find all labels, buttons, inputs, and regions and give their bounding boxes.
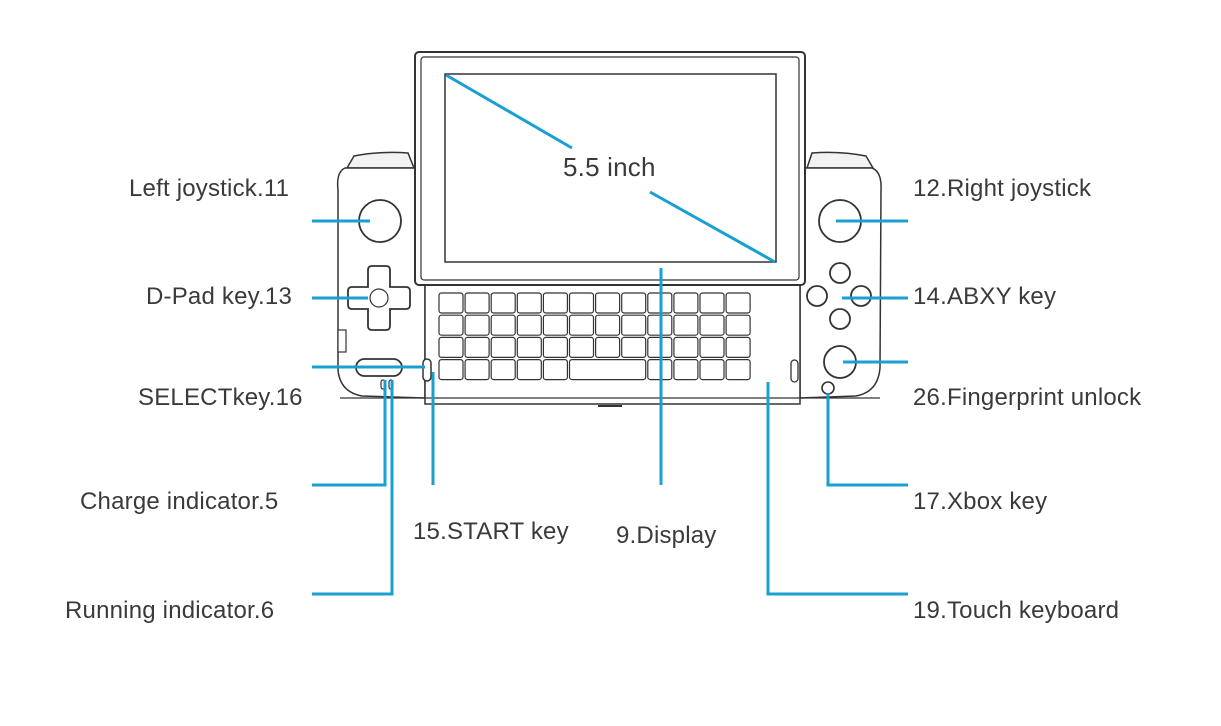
callout-running: [312, 380, 394, 596]
keyboard-key: [621, 292, 647, 314]
keyboard-key: [699, 359, 725, 381]
right-bumper: [805, 151, 875, 169]
right-side-slot: [790, 359, 799, 383]
keyboard-key: [542, 292, 569, 314]
keyboard-key: [438, 336, 464, 358]
keyboard-key: [490, 292, 516, 314]
keyboard-key: [516, 359, 542, 381]
callout-xbox: [826, 393, 908, 487]
button-a: [829, 308, 851, 330]
keyboard-key: [673, 314, 699, 336]
keyboard-key: [725, 314, 751, 336]
label-fingerprint: 26.Fingerprint unlock: [913, 384, 1142, 411]
callout-lines: [312, 73, 908, 596]
button-y: [829, 262, 851, 284]
screen-diagonal-upper: [445, 73, 573, 150]
label-charge-indicator: Charge indicator.5: [80, 488, 279, 515]
keyboard-key: [568, 292, 595, 314]
keyboard-key: [516, 292, 542, 314]
button-x: [806, 285, 828, 307]
dpad: [347, 265, 411, 331]
keyboard-key: [542, 336, 569, 358]
keyboard-key: [516, 314, 542, 336]
keyboard-key: [490, 336, 516, 358]
spacebar-key: [568, 359, 647, 381]
screen-diagonal-lower: [649, 190, 776, 264]
label-display: 9.Display: [616, 522, 717, 549]
callout-touch-keyboard: [766, 382, 908, 596]
label-touch-keyboard: 19.Touch keyboard: [913, 597, 1120, 624]
side-vent: [337, 329, 347, 353]
screen-size-label: 5.5 inch: [563, 152, 656, 182]
keyboard-key: [568, 336, 595, 358]
label-select: SELECTkey.16: [138, 384, 303, 411]
keyboard-key: [438, 314, 464, 336]
keyboard-key: [673, 336, 699, 358]
screen-inner: [420, 56, 800, 281]
keyboard-key: [594, 336, 621, 358]
keyboard-key: [568, 314, 595, 336]
keyboard-key: [542, 314, 569, 336]
start-key: [422, 358, 432, 382]
label-abxy: 14.ABXY key: [913, 283, 1057, 310]
keyboard-key: [699, 336, 725, 358]
keyboard-key: [725, 336, 751, 358]
keyboard-key: [490, 359, 516, 381]
keyboard-key: [516, 336, 542, 358]
button-b: [850, 285, 872, 307]
callout-charge: [312, 380, 387, 487]
keyboard-key: [542, 359, 569, 381]
keyboard-key: [464, 314, 490, 336]
touch-keyboard: [438, 292, 751, 381]
left-bumper: [345, 151, 416, 169]
keyboard-key: [464, 336, 490, 358]
keyboard-key: [621, 336, 647, 358]
keyboard-key: [438, 292, 464, 314]
label-dpad: D-Pad key.13: [146, 283, 293, 310]
label-start-key: 15.START key: [413, 518, 569, 545]
keyboard-key: [490, 314, 516, 336]
label-right-joystick: 12.Right joystick: [913, 175, 1092, 202]
keyboard-key: [438, 359, 464, 381]
label-left-joystick: Left joystick.11: [129, 175, 290, 202]
keyboard-key: [464, 359, 490, 381]
keyboard-key: [699, 292, 725, 314]
xbox-key: [821, 381, 835, 395]
keyboard-key: [673, 359, 699, 381]
keyboard-key: [699, 314, 725, 336]
keyboard-key: [673, 292, 699, 314]
keyboard-key: [464, 292, 490, 314]
keyboard-key: [725, 359, 751, 381]
keyboard-key: [725, 292, 751, 314]
keyboard-key: [621, 314, 647, 336]
keyboard-key: [594, 292, 621, 314]
label-xbox-key: 17.Xbox key: [913, 488, 1048, 515]
label-running-indicator: Running indicator.6: [65, 597, 275, 624]
keyboard-key: [594, 314, 621, 336]
